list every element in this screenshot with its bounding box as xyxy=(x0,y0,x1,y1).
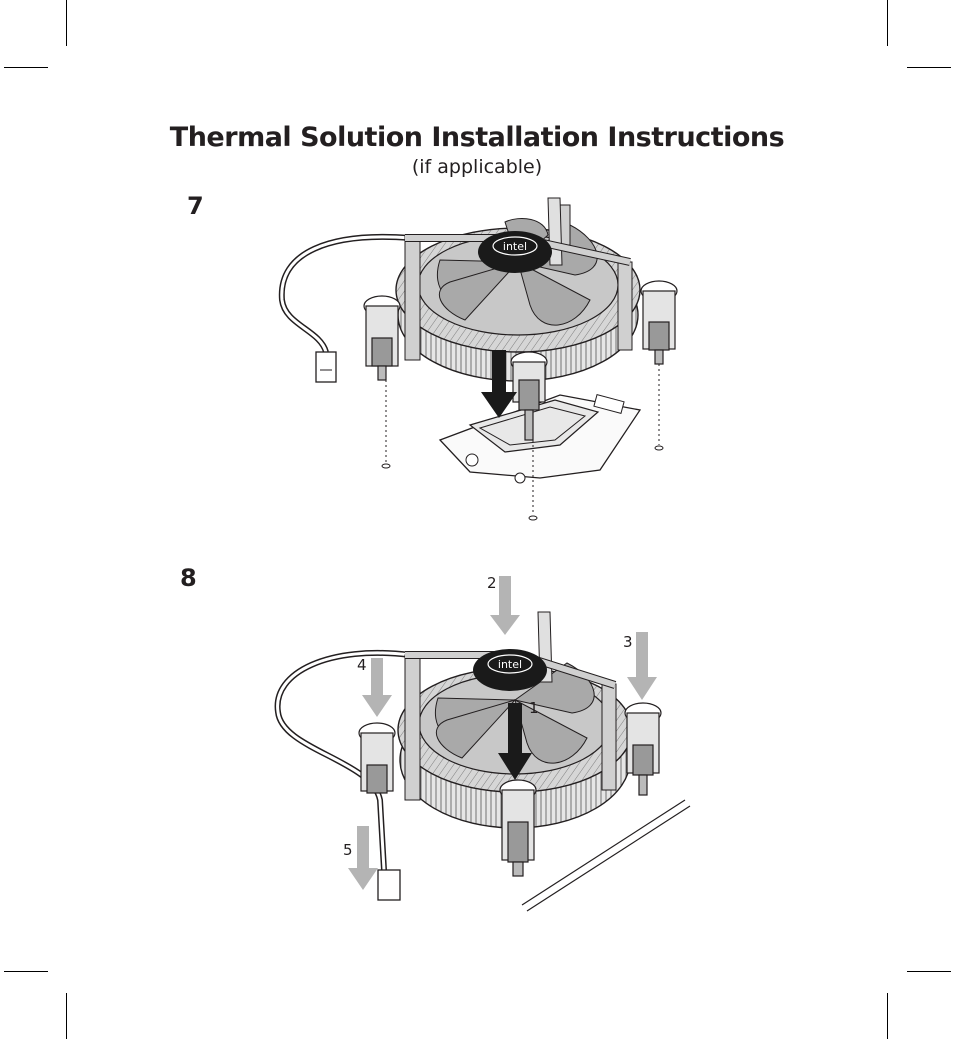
crop-mark xyxy=(907,67,951,68)
push-pin xyxy=(640,280,678,365)
page-title: Thermal Solution Installation Instructio… xyxy=(169,122,785,153)
crop-mark xyxy=(887,993,888,1039)
callout-5: 5 xyxy=(343,841,353,859)
push-pin xyxy=(624,702,662,796)
crop-mark xyxy=(907,971,951,972)
crop-mark xyxy=(4,67,48,68)
step-number-7: 7 xyxy=(187,192,204,220)
down-arrow-icon xyxy=(481,350,517,418)
fan-connector-icon xyxy=(377,869,401,901)
down-arrow-icon xyxy=(498,703,532,780)
down-arrow-icon xyxy=(627,632,657,700)
push-pin xyxy=(358,722,396,794)
push-pin xyxy=(499,779,537,877)
intel-logo: intel xyxy=(503,240,527,253)
callout-3: 3 xyxy=(623,633,633,651)
crop-mark xyxy=(66,993,67,1039)
page-subtitle: (if applicable) xyxy=(411,156,543,178)
down-arrow-icon xyxy=(490,576,520,635)
callout-4: 4 xyxy=(357,656,367,674)
callout-1: 1 xyxy=(529,699,539,717)
crop-mark xyxy=(887,0,888,46)
step7-illustration: intel xyxy=(278,197,678,521)
crop-mark xyxy=(4,971,48,972)
down-arrow-icon xyxy=(362,658,392,717)
intel-logo: intel xyxy=(498,658,522,671)
crop-mark xyxy=(66,0,67,46)
callout-2: 2 xyxy=(487,574,497,592)
fan-connector-icon xyxy=(315,351,337,383)
push-pin xyxy=(363,295,401,381)
cpu-socket xyxy=(438,393,642,484)
down-arrow-icon xyxy=(348,826,378,890)
step8-illustration: intel 1 2 3 4 5 xyxy=(274,574,691,912)
push-pin xyxy=(510,351,548,441)
alignment-guides xyxy=(385,364,660,515)
step-number-8: 8 xyxy=(180,564,197,592)
